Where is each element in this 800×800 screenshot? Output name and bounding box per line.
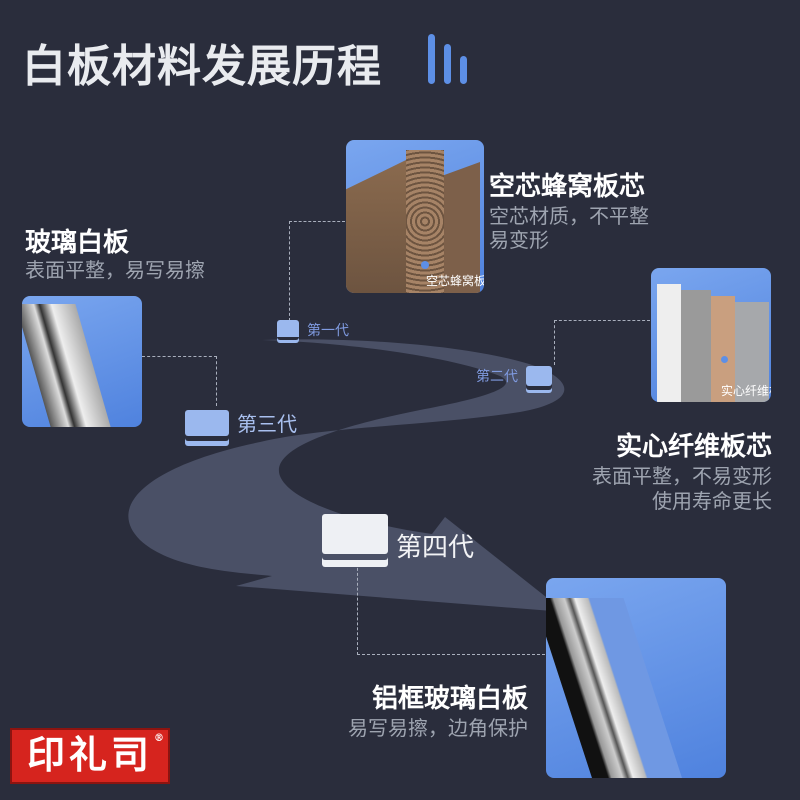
generation-marker: 第一代 (277, 320, 349, 340)
generation-marker: 第三代 (185, 408, 297, 437)
stage-name: 空芯蜂窝板芯 (489, 172, 646, 202)
bars-decoration-icon (428, 34, 473, 84)
stage-name: 实心纤维板芯 (615, 432, 772, 462)
connector-gen4 (357, 558, 545, 655)
stage-desc: 表面平整，易写易擦 (25, 258, 205, 282)
photo-caption: 空芯蜂窝板 (426, 274, 484, 288)
page-title: 白板材料发展历程 (22, 41, 382, 92)
connector-gen2 (554, 320, 650, 365)
generation-marker: 第四代 (322, 503, 474, 564)
generation-label: 第四代 (396, 533, 475, 563)
glass-board-photo (22, 296, 142, 427)
stage-desc: 使用寿命更长 (652, 489, 772, 513)
connector-gen1 (289, 221, 345, 321)
generation-label: 第一代 (307, 323, 349, 339)
stage-desc: 易写易擦，边角保护 (348, 716, 528, 740)
stage-desc: 易变形 (489, 228, 549, 252)
stage-desc: 空芯材质，不平整 (489, 204, 649, 228)
whiteboard-icon (277, 320, 299, 340)
whiteboard-icon (526, 366, 552, 386)
honeycomb-board-photo: 空芯蜂窝板 (346, 140, 484, 293)
stage-name: 玻璃白板 (25, 228, 130, 258)
generation-marker: 第二代 (476, 366, 552, 386)
stage-name: 铝框玻璃白板 (371, 684, 528, 714)
brand-logo: 印礼司® (10, 728, 170, 784)
road-arrow (128, 339, 565, 612)
stage-desc: 表面平整，不易变形 (592, 464, 772, 488)
whiteboard-icon (322, 513, 388, 554)
aluminum-frame-glass-board-photo (546, 578, 726, 778)
photo-caption: 实心纤维板 (721, 384, 771, 398)
whiteboard-icon (185, 409, 229, 436)
generation-label: 第三代 (237, 412, 297, 436)
generation-label: 第二代 (476, 369, 518, 385)
fiber-board-photo: 实心纤维板 (651, 268, 771, 402)
connector-gen3 (142, 356, 217, 406)
